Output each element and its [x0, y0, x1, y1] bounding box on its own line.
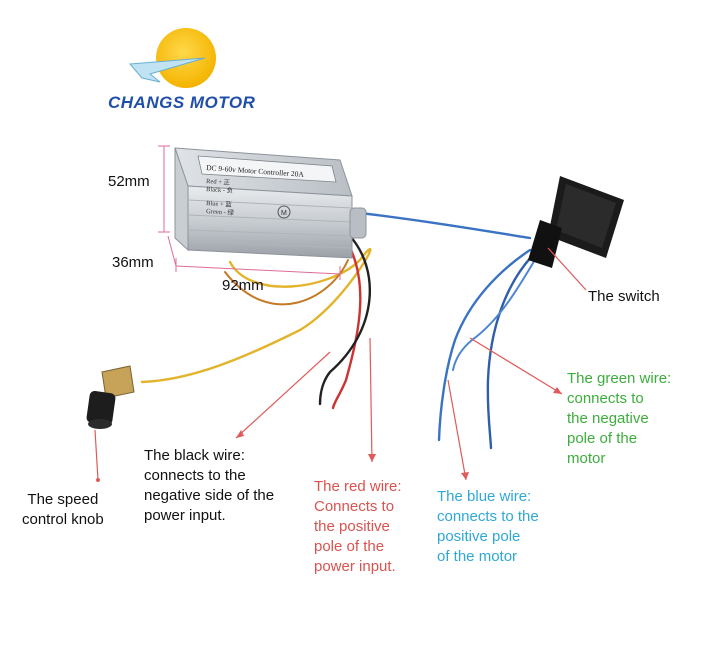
- wire-red: [331, 236, 362, 410]
- wire-bundle-motor: [350, 210, 537, 450]
- wire-blue-3: [486, 253, 535, 450]
- wire-yellow: [140, 247, 372, 384]
- green-wire-label: The green wire: connects to the negative…: [567, 370, 672, 467]
- logo-sun-icon: [156, 28, 216, 88]
- rocker-switch: [528, 176, 624, 268]
- blue-wire-label: The blue wire: connects to the positive …: [437, 488, 539, 565]
- legend-green: Green - 绿: [206, 206, 235, 217]
- legend-blue: Blue + 蓝: [206, 198, 233, 209]
- dimension-width-label: 92mm: [222, 277, 264, 294]
- legend-red: Red + 正: [206, 177, 231, 187]
- wire-blue-1: [350, 210, 532, 240]
- logo-plane-icon: [128, 57, 206, 83]
- pointer-heads: [96, 387, 562, 482]
- motor-symbol-icon: [277, 205, 291, 219]
- motor-controller-box: DC 9-60v Motor Controller 20A Red + 正 Bl…: [174, 147, 367, 259]
- wire-black: [318, 234, 372, 406]
- dimension-lines: [158, 145, 341, 280]
- wire-blue-2: [437, 248, 532, 442]
- switch-label: The switch: [588, 288, 660, 305]
- legend-black: Black - 负: [206, 184, 234, 195]
- wire-blue-4: [452, 257, 537, 371]
- dimension-height-label: 52mm: [108, 173, 150, 190]
- black-wire-label: The black wire: connects to the negative…: [144, 447, 275, 524]
- logo-text: CHANGS MOTOR: [108, 93, 256, 112]
- dimension-depth-label: 36mm: [112, 254, 154, 271]
- red-wire-label: The red wire: Connects to the positive p…: [314, 478, 402, 575]
- pointer-lines: [94, 247, 587, 481]
- speed-potentiometer: [86, 365, 135, 429]
- motor-symbol-label: M: [281, 210, 287, 217]
- brand-logo: CHANGS MOTOR: [108, 28, 256, 112]
- knob-label: The speed control knob: [22, 491, 104, 528]
